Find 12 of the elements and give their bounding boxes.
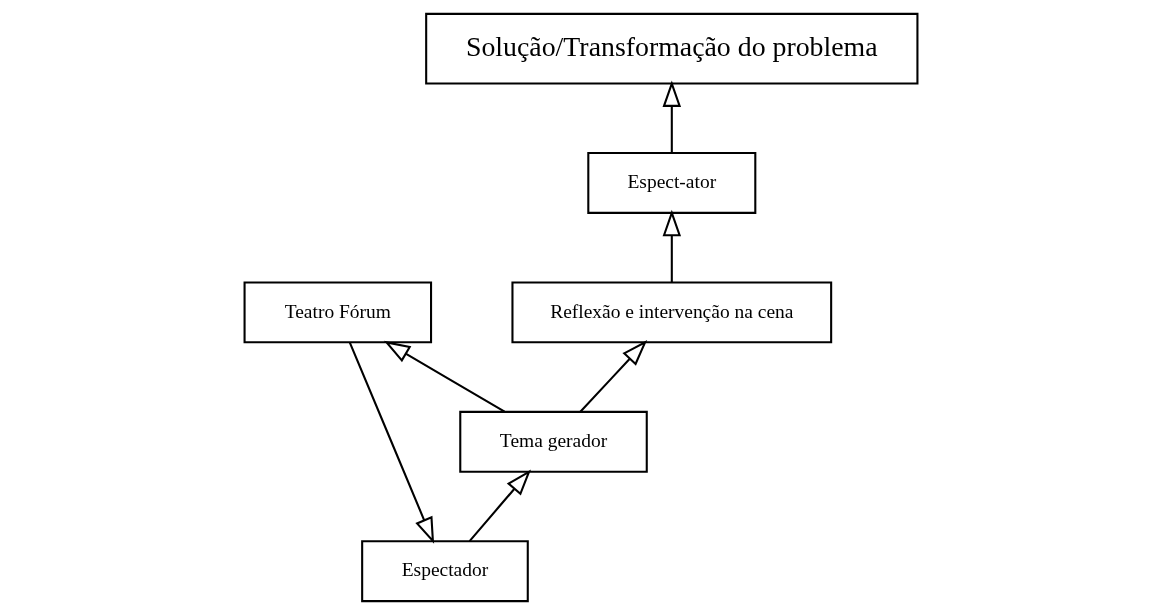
arrow [662, 209, 681, 283]
node-box: Espect-ator [586, 152, 756, 214]
node-box: Espectador [360, 540, 529, 603]
arrow [348, 342, 434, 544]
arrow [468, 469, 531, 542]
node-box: Tema gerador [458, 410, 648, 473]
arrow [662, 80, 681, 153]
node-box: Teatro Fórum [243, 281, 432, 344]
node-box: Reflexão e intervenção na cena [510, 281, 832, 344]
node-box: Solução/Transformação do problema [424, 12, 918, 85]
arrow [383, 340, 505, 413]
arrow [579, 340, 647, 413]
